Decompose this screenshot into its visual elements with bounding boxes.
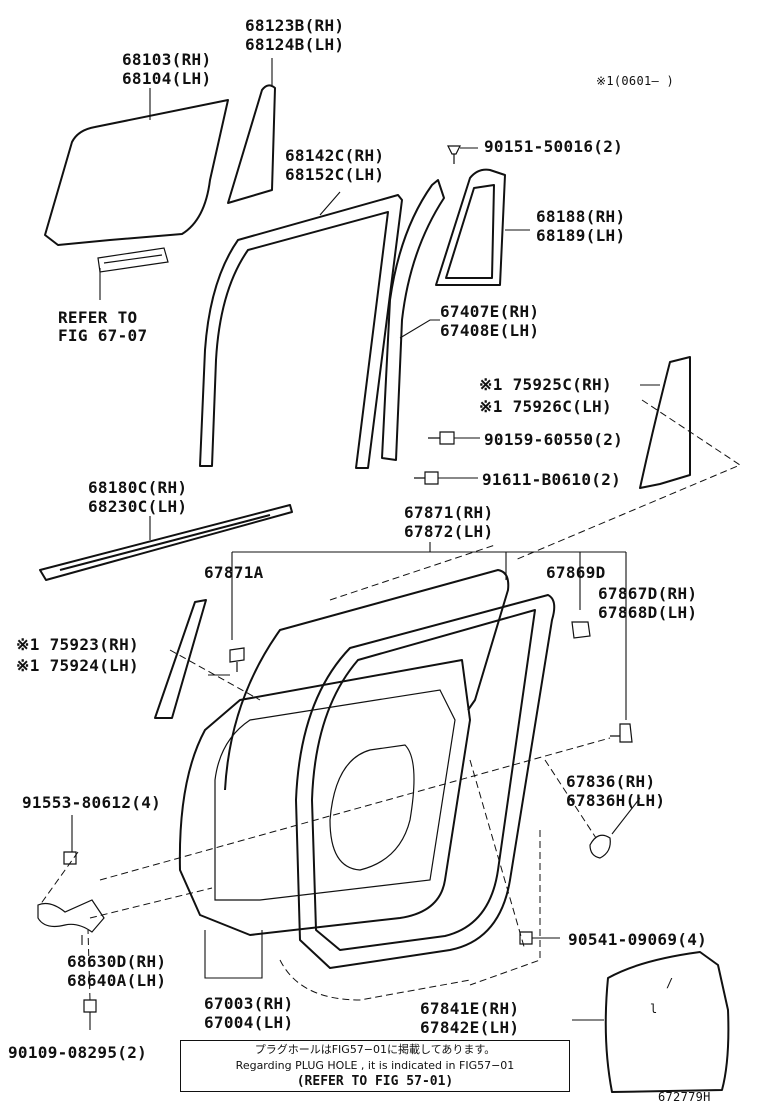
door-bracket — [204, 930, 263, 979]
footnote-header: ※1(0601– ) — [596, 74, 675, 88]
upper-garnish — [639, 356, 691, 489]
label-plug-rh: 67836(RH) — [566, 772, 656, 791]
clip-90541 — [519, 931, 533, 945]
label-window-glass-rh: 68103(RH) — [122, 50, 212, 69]
door-weatherstrip-inner — [311, 609, 536, 951]
door-weatherstrip-outer — [295, 594, 556, 969]
label-bolt-a: 90159-60550(2) — [484, 430, 624, 449]
guide-k — [469, 830, 541, 986]
bolt-b-shape — [414, 471, 439, 485]
plug-leader — [611, 797, 641, 835]
note-line-english: Regarding PLUG HOLE , it is indicated in… — [235, 1059, 515, 1072]
weatherstrip-bracket — [231, 542, 627, 720]
label-division-rh: 67407E(RH) — [440, 302, 540, 321]
screw-top-shape — [447, 145, 461, 164]
cover-mark-1: / — [666, 976, 674, 990]
label-retainer-lh: 67868D(LH) — [598, 603, 698, 622]
label-door-panel-rh: 67003(RH) — [204, 994, 294, 1013]
guide-f — [87, 929, 91, 1001]
guide-i — [329, 544, 496, 601]
label-lower-garnish-lh: ※1 75924(LH) — [16, 656, 139, 675]
diagram-id: 672779H — [658, 1090, 711, 1104]
door-service-hole — [329, 744, 415, 871]
label-refer-1: REFER TO — [58, 308, 138, 327]
label-bolt-c: 91553-80612(4) — [22, 793, 162, 812]
guide-g — [469, 759, 526, 951]
guide-d — [99, 737, 611, 881]
guide-h — [544, 759, 597, 839]
label-qws-rh: 68188(RH) — [536, 207, 626, 226]
label-check-lh: 68640A(LH) — [67, 971, 167, 990]
window-glass — [44, 99, 229, 246]
division-bar — [381, 179, 445, 461]
glass-run — [199, 194, 403, 469]
label-clip-d: 67869D — [546, 563, 606, 582]
label-bolt-b: 91611-B0610(2) — [482, 470, 622, 489]
label-cover-lh: 67842E(LH) — [420, 1018, 520, 1037]
glass-run-leader — [319, 191, 341, 216]
label-quarter-glass-rh: 68123B(RH) — [245, 16, 345, 35]
division-leader — [399, 319, 440, 339]
bolt-c-shape — [63, 851, 77, 865]
guide-j — [279, 959, 471, 1001]
cover-mark-2: l — [650, 1002, 658, 1016]
label-door-ws-rh: 67871(RH) — [404, 503, 494, 522]
label-belt-rh: 68180C(RH) — [88, 478, 188, 497]
clip-67869d — [571, 621, 591, 639]
glass-channel — [97, 247, 169, 273]
bolt-d-shape — [83, 999, 97, 1013]
label-belt-lh: 68230C(LH) — [88, 497, 188, 516]
label-screw-top: 90151-50016(2) — [484, 137, 624, 156]
retainer-67867d — [610, 723, 633, 743]
guide-e — [89, 887, 213, 919]
label-cover-rh: 67841E(RH) — [420, 999, 520, 1018]
label-door-panel-lh: 67004(LH) — [204, 1013, 294, 1032]
label-ws-a: 67871A — [204, 563, 264, 582]
clip-67871a — [229, 647, 245, 672]
label-qws-lh: 68189(LH) — [536, 226, 626, 245]
label-clip-e: 90541-09069(4) — [568, 930, 708, 949]
bolt-a-shape — [428, 431, 455, 445]
note-line-japanese: プラグホールはFIG57−01に掲載してあります。 — [254, 1043, 496, 1056]
label-glass-run-rh: 68142C(RH) — [285, 146, 385, 165]
note-line-refer: (REFER TO FIG 57-01) — [296, 1074, 454, 1089]
label-upper-garnish-lh: ※1 75926C(LH) — [479, 397, 612, 416]
quarter-glass — [227, 84, 276, 204]
door-panel-outline — [178, 659, 471, 936]
guide-b — [169, 649, 261, 701]
label-glass-run-lh: 68152C(LH) — [285, 165, 385, 184]
label-check-rh: 68630D(RH) — [67, 952, 167, 971]
label-division-lh: 67408E(LH) — [440, 321, 540, 340]
quarter-weatherstrip — [435, 168, 506, 286]
service-hole-cover — [604, 951, 730, 1093]
label-door-ws-lh: 67872(LH) — [404, 522, 494, 541]
door-weatherstrip — [224, 569, 510, 791]
label-lower-garnish-rh: ※1 75923(RH) — [16, 635, 139, 654]
plug-hole-note: プラグホールはFIG57−01に掲載してあります。 Regarding PLUG… — [180, 1040, 570, 1092]
lower-garnish — [154, 599, 207, 719]
label-bolt-d: 90109-08295(2) — [8, 1043, 148, 1062]
belt-weatherstrip — [39, 504, 293, 581]
label-retainer-rh: 67867D(RH) — [598, 584, 698, 603]
door-panel-inner — [214, 689, 456, 901]
label-refer-2: FIG 67-07 — [58, 326, 148, 345]
label-upper-garnish-rh: ※1 75925C(RH) — [479, 375, 612, 394]
label-window-glass-lh: 68104(LH) — [122, 69, 212, 88]
guide-c — [39, 851, 79, 906]
label-quarter-glass-lh: 68124B(LH) — [245, 35, 345, 54]
plug-67836 — [589, 834, 611, 859]
door-check — [37, 899, 105, 933]
label-plug-lh: 67836H(LH) — [566, 791, 666, 810]
guide-a — [514, 399, 742, 561]
